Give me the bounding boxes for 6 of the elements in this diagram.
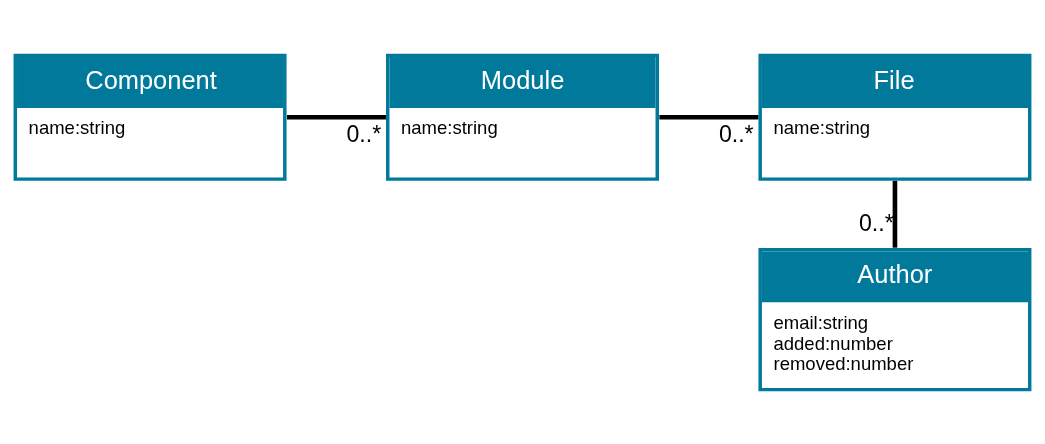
edge-label: 0..* — [718, 120, 754, 147]
connector — [659, 114, 759, 120]
connector — [892, 180, 898, 248]
connector — [286, 114, 386, 120]
edge-label: 0..* — [859, 209, 894, 236]
edge-label: 0..* — [346, 120, 382, 147]
